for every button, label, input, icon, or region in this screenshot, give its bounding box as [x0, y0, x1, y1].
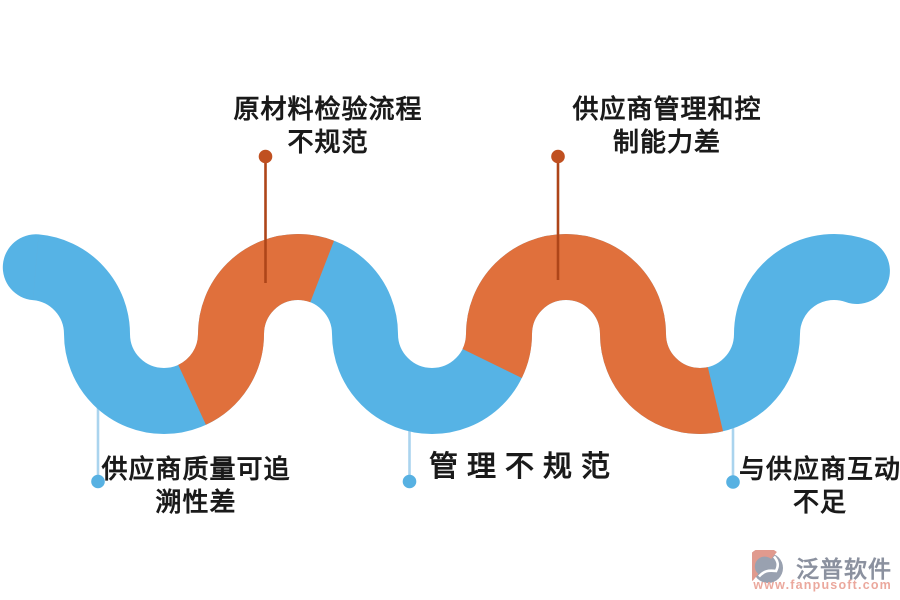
wave-blue-path — [2, 234, 890, 434]
callout-top-1-line-1: 原材料检验流程 — [233, 94, 423, 124]
callout-bottom-2: 管理不规范 — [429, 450, 619, 484]
logo-swirl-salmon — [752, 550, 777, 581]
logo-swirl-white — [758, 555, 780, 578]
brand-url: www.fanpusoft.com — [753, 578, 892, 592]
top-dot-1 — [258, 149, 273, 164]
callout-bottom-1: 供应商质量可追 溯性差 — [101, 453, 290, 519]
callout-bottom-3: 与供应商互动 不足 — [739, 453, 900, 519]
brand-watermark: 泛普软件 www.fanpusoft.com — [752, 549, 894, 593]
callout-bottom-3-line-2: 不足 — [792, 487, 848, 517]
brand-name: 泛普软件 — [796, 556, 892, 582]
callout-bottom-3-line-1: 与供应商互动 — [738, 454, 900, 484]
callout-top-2-line-1: 供应商管理和控 — [572, 94, 762, 124]
bottom-dot-3 — [726, 475, 740, 489]
callout-top-2: 供应商管理和控 制能力差 — [572, 93, 761, 159]
bottom-dot-1 — [91, 474, 105, 489]
callout-top-2-line-2: 制能力差 — [612, 127, 722, 157]
brand-logo-icon — [752, 550, 783, 583]
callout-top-1-line-2: 不规范 — [287, 127, 369, 157]
bottom-dot-2 — [402, 474, 417, 489]
callout-bottom-1-line-2: 溯性差 — [155, 487, 237, 517]
callout-top-1: 原材料检验流程 不规范 — [233, 93, 422, 159]
callout-bottom-1-line-1: 供应商质量可追 — [101, 454, 291, 484]
top-connectors — [264, 163, 560, 283]
top-dot-2 — [551, 149, 565, 164]
callout-bottom-2-line-1: 管理不规范 — [428, 451, 620, 483]
connector-dots — [91, 149, 740, 489]
